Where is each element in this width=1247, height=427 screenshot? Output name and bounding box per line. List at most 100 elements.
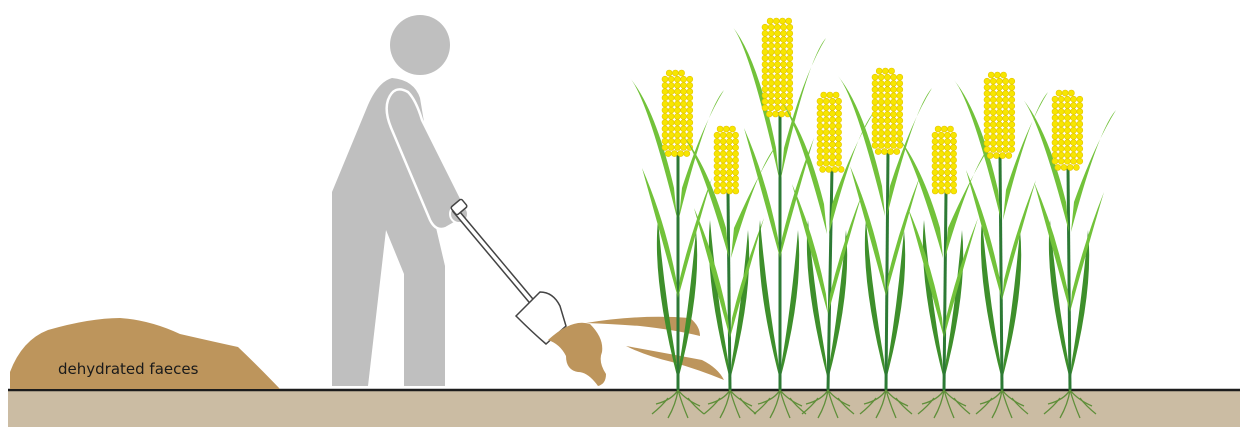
corn-kernel	[829, 160, 835, 166]
corn-kernel	[884, 124, 890, 130]
corn-kernel	[1009, 140, 1015, 146]
corn-kernel	[662, 89, 668, 95]
corn-kernel	[996, 134, 1002, 140]
corn-kernel	[768, 92, 774, 98]
corn-kernel	[944, 157, 950, 163]
corn-kernel	[944, 132, 950, 138]
corn-kernel	[1064, 158, 1070, 164]
corn-kernel	[884, 136, 890, 142]
corn-kernel	[833, 92, 839, 98]
corn-kernel	[884, 74, 890, 80]
corn-kernel	[668, 126, 674, 132]
corn-kernel	[1009, 91, 1015, 97]
corn-kernel	[1077, 127, 1083, 133]
corn-kernel	[768, 30, 774, 36]
corn-kernel	[990, 122, 996, 128]
corn-kernel	[884, 105, 890, 111]
corn-kernel	[768, 24, 774, 30]
corn-kernel	[1058, 158, 1064, 164]
plant-leaf-lower	[730, 230, 749, 380]
corn-kernel	[662, 132, 668, 138]
corn-kernel	[938, 151, 944, 157]
corn-cob	[714, 126, 739, 194]
corn-kernel	[944, 151, 950, 157]
corn-kernel	[681, 132, 687, 138]
corn-cob	[872, 68, 903, 155]
corn-kernel	[878, 136, 884, 142]
corn-kernel	[990, 128, 996, 134]
person-head	[390, 15, 450, 75]
corn-kernel	[878, 99, 884, 105]
corn-kernel	[668, 95, 674, 101]
corn-kernel	[891, 130, 897, 136]
corn-kernel	[668, 138, 674, 144]
corn-kernel	[984, 146, 990, 152]
corn-kernel	[938, 138, 944, 144]
corn-kernel	[1058, 115, 1064, 121]
corn-cob	[662, 70, 693, 157]
corn-kernel	[787, 30, 793, 36]
corn-kernel	[678, 151, 684, 157]
corn-kernel	[787, 37, 793, 43]
corn-kernel	[781, 30, 787, 36]
corn-kernel	[996, 122, 1002, 128]
plant-leaf-lower	[780, 230, 799, 380]
corn-kernel	[938, 188, 944, 194]
corn-kernel	[878, 74, 884, 80]
corn-kernel	[662, 138, 668, 144]
corn-kernel	[787, 49, 793, 55]
corn-kernel	[762, 74, 768, 80]
corn-kernel	[726, 145, 732, 151]
corn-kernel	[668, 120, 674, 126]
corn-kernel	[878, 118, 884, 124]
corn-kernel	[884, 80, 890, 86]
corn-kernel	[687, 76, 693, 82]
corn-kernel	[787, 99, 793, 105]
corn-kernel	[1077, 158, 1083, 164]
corn-kernel	[817, 135, 823, 141]
corn-kernel	[672, 70, 678, 76]
corn-kernel	[671, 151, 677, 157]
corn-kernel	[829, 135, 835, 141]
corn-kernel	[836, 111, 842, 117]
corn-kernel	[872, 87, 878, 93]
corn-kernel	[787, 92, 793, 98]
corn-kernel	[681, 120, 687, 126]
corn-kernel	[872, 124, 878, 130]
corn-kernel	[829, 117, 835, 123]
corn-kernel	[781, 74, 787, 80]
corn-kernel	[733, 157, 739, 163]
corn-kernel	[762, 43, 768, 49]
corn-kernel	[687, 89, 693, 95]
corn-kernel	[951, 145, 957, 151]
corn-kernel	[817, 154, 823, 160]
corn-kernel	[891, 93, 897, 99]
faeces-pile-shape	[10, 318, 280, 389]
corn-kernel	[823, 129, 829, 135]
corn-kernel	[768, 105, 774, 111]
corn-kernel	[733, 163, 739, 169]
corn-kernel	[984, 140, 990, 146]
corn-kernel	[1071, 146, 1077, 152]
corn-kernel	[823, 111, 829, 117]
corn-kernel	[714, 169, 720, 175]
corn-kernel	[720, 145, 726, 151]
corn-kernel	[1009, 122, 1015, 128]
corn-kernel	[1071, 127, 1077, 133]
corn-kernel	[787, 80, 793, 86]
corn-kernel	[666, 70, 672, 76]
faeces-flying-upper	[586, 317, 700, 336]
corn-kernel	[1006, 153, 1012, 159]
corn-kernel	[881, 149, 887, 155]
corn-kernel	[774, 55, 780, 61]
corn-kernel	[762, 37, 768, 43]
corn-kernel	[774, 68, 780, 74]
corn-kernel	[951, 132, 957, 138]
corn-kernel	[1009, 103, 1015, 109]
corn-kernel	[714, 188, 720, 194]
corn-kernel	[1071, 121, 1077, 127]
corn-kernel	[787, 43, 793, 49]
corn-kernel	[829, 104, 835, 110]
corn-kernel	[1058, 109, 1064, 115]
